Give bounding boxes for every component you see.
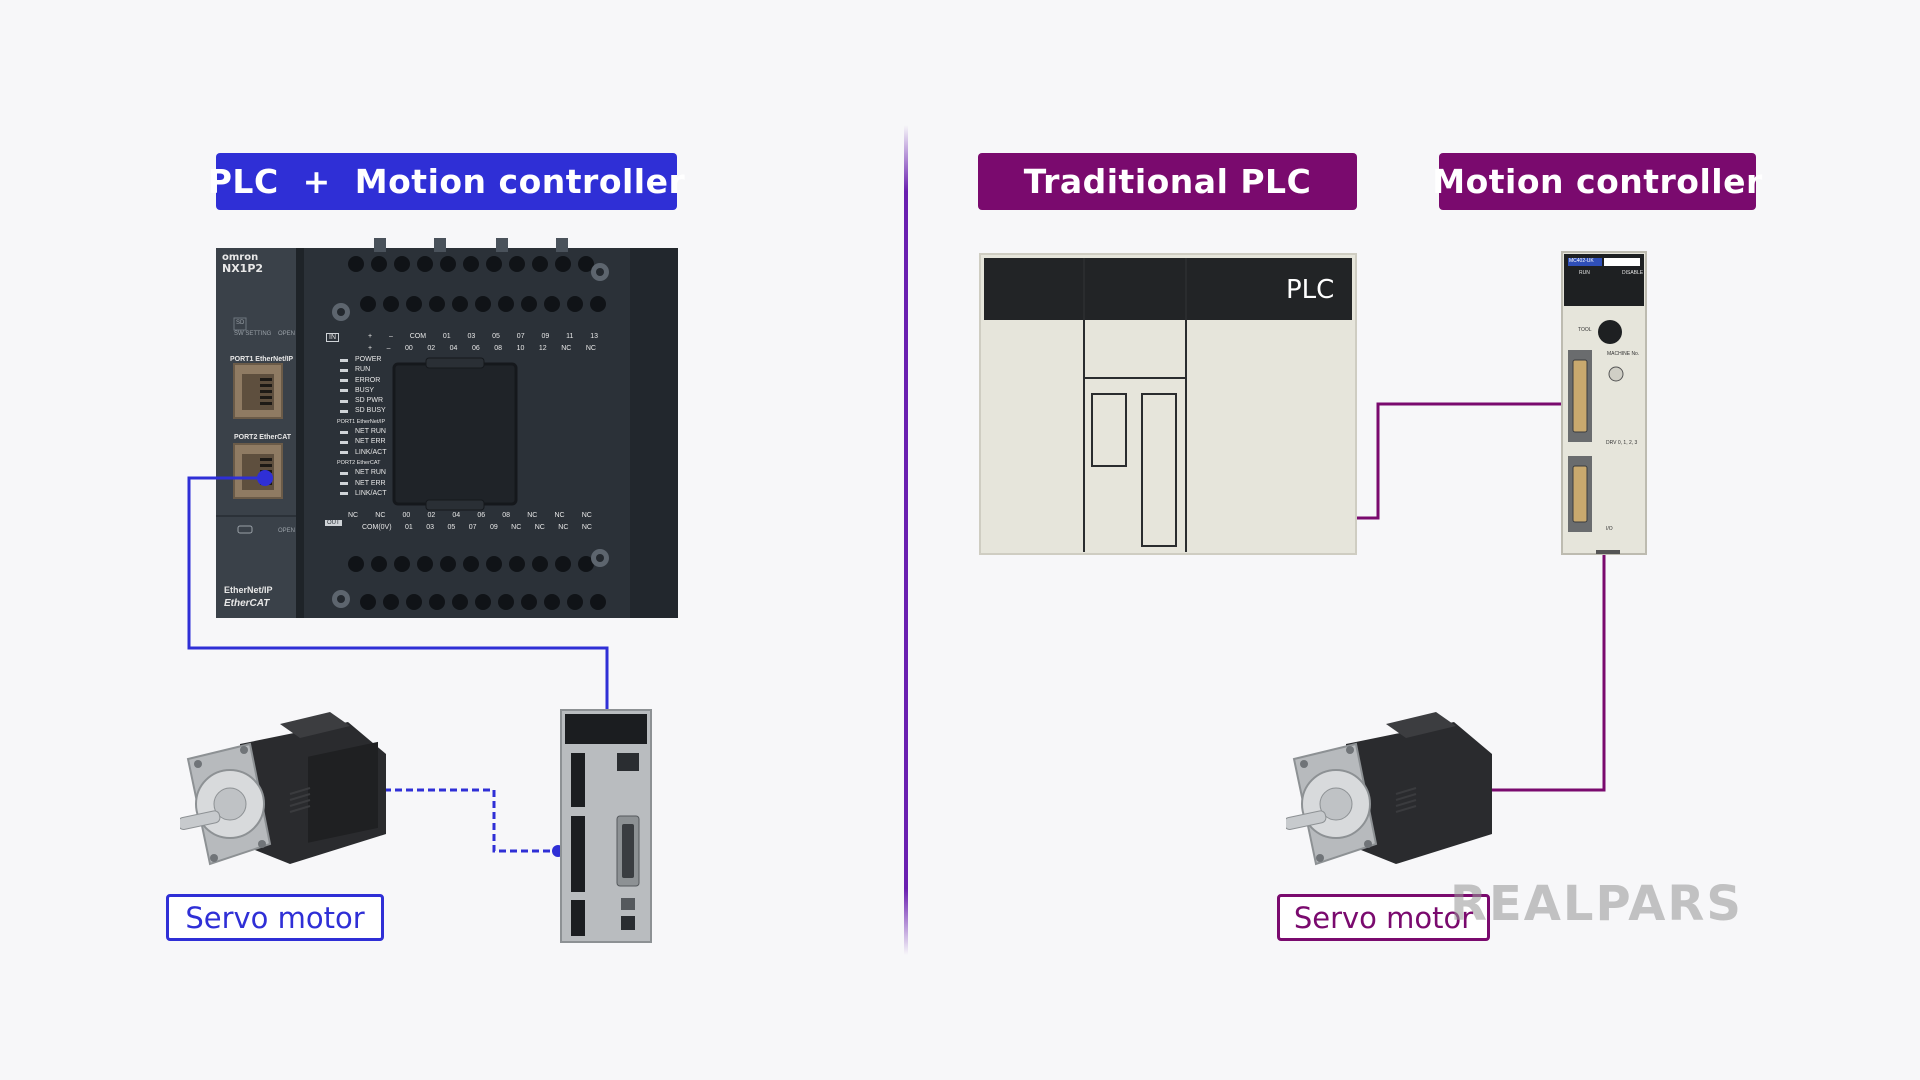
in-terminal-label-4: 04 [449, 345, 458, 352]
out-terminal-label-4: 07 [468, 524, 477, 531]
module-drv: DRV 0, 1, 2, 3 [1606, 440, 1638, 446]
status-sd-busy: SD BUSY [355, 407, 386, 415]
in-terminal-label-7: 09 [541, 333, 550, 340]
motion-to-servo-cable [1490, 553, 1606, 792]
ethernet-ip-logo: EtherNet/IP [224, 585, 273, 595]
in-terminal-row-1: + – COM 01 03 05 07 09 11 13 [368, 333, 598, 340]
in-terminal-label-1: – [386, 345, 391, 352]
in-terminal-label-6: 07 [516, 333, 525, 340]
status-sd-pwr: SD PWR [355, 397, 383, 405]
port1-heading: PORT1 EtherNet/IP [337, 418, 386, 425]
out-terminal-label-5: 09 [489, 524, 498, 531]
in-terminal-label-8: 12 [538, 345, 547, 352]
out-terminal-row-1: NC NC 00 02 04 06 08 NC NC NC [348, 512, 592, 519]
out-terminal-label-1: NC [375, 512, 386, 519]
out-terminal-label-2: 00 [402, 512, 411, 519]
in-label: IN [326, 333, 339, 342]
out-label: OUT [325, 520, 342, 526]
traditional-plc-rack [979, 253, 1357, 555]
module-tool: TOOL [1578, 327, 1592, 333]
top-terminals [348, 256, 606, 312]
port2-net-run: NET RUN [355, 469, 386, 477]
module-model: MC402-UK [1569, 258, 1594, 264]
sw-open-label: OPEN [278, 331, 296, 337]
out-terminal-label-3: 02 [427, 512, 436, 519]
sw-setting-label: SW SETTING [234, 331, 272, 337]
in-terminal-label-5: 06 [471, 345, 480, 352]
motion-controller-title: Motion controller [1432, 153, 1762, 210]
out-terminal-label-7: NC [534, 524, 545, 531]
out-terminal-label-0: COM(0V) [362, 524, 392, 531]
nx1p2-controller [216, 238, 678, 618]
status-busy: BUSY [355, 386, 375, 394]
out-terminal-label-9: NC [581, 512, 592, 519]
out-terminal-label-9: NC [581, 524, 592, 531]
in-terminal-label-7: 10 [516, 345, 525, 352]
out-terminal-label-5: 06 [477, 512, 486, 519]
in-terminal-label-9: NC [561, 345, 572, 352]
encoder-cable [384, 788, 558, 853]
in-terminal-label-4: 03 [467, 333, 476, 340]
out-terminal-label-2: 03 [426, 524, 435, 531]
out-terminal-label-6: 08 [502, 512, 511, 519]
motion-controller-module [1561, 251, 1647, 555]
port1-label: PORT1 EtherNet/IP [230, 356, 294, 363]
module-run: RUN [1579, 270, 1590, 276]
out-terminal-label-7: NC [527, 512, 538, 519]
in-terminal-label-3: 02 [427, 345, 436, 352]
bottom-open-label: OPEN [278, 528, 296, 534]
ethercat-logo: EtherCAT [224, 598, 270, 609]
module-io: I/O [1606, 526, 1613, 532]
out-terminal-label-8: NC [554, 512, 565, 519]
port2-label: PORT2 EtherCAT [234, 434, 292, 441]
out-terminal-label-8: NC [558, 524, 569, 531]
traditional-plc-title: Traditional PLC [978, 153, 1357, 210]
port1-net-err: NET ERR [355, 438, 386, 446]
in-terminal-label-0: + [368, 345, 373, 352]
left-title: PLC + Motion controller [208, 153, 685, 210]
status-run: RUN [355, 366, 371, 374]
status-power: POWER [355, 356, 382, 363]
bottom-terminals [348, 556, 606, 610]
servo-motor-right [1286, 712, 1492, 866]
out-terminal-label-6: NC [511, 524, 522, 531]
port2-link-act: LINK/ACT [355, 489, 387, 497]
in-terminal-label-6: 08 [494, 345, 503, 352]
out-terminal-label-4: 04 [452, 512, 461, 519]
in-terminal-label-3: 01 [442, 333, 451, 340]
module-disable: DISABLE [1622, 270, 1644, 276]
center-divider [904, 125, 908, 955]
module-machine-no: MACHINE No. [1607, 351, 1640, 357]
out-terminal-row-2: COM(0V) 01 03 05 07 09 NC NC NC NC [362, 524, 592, 531]
out-terminal-label-3: 05 [447, 524, 456, 531]
in-terminal-label-5: 05 [492, 333, 500, 340]
ethercat-cable [187, 476, 609, 712]
plc-text: PLC [1286, 275, 1335, 305]
in-terminal-label-8: 11 [566, 333, 574, 340]
in-terminal-label-1: – [388, 333, 393, 340]
servo-motor-label-left: Servo motor [166, 894, 384, 941]
out-terminal-label-1: 01 [405, 524, 413, 531]
in-terminal-row-2: + – 00 02 04 06 08 10 12 NC NC [368, 345, 596, 352]
status-error: ERROR [355, 376, 381, 384]
in-terminal-label-2: COM [409, 333, 427, 340]
in-terminal-label-9: 13 [590, 333, 598, 340]
servo-drive [560, 709, 652, 943]
servo-motor-left [180, 712, 386, 866]
realpars-watermark: REALPARS [1450, 876, 1743, 932]
sd-label: SD [236, 320, 245, 326]
controller-model: NX1P2 [222, 262, 264, 275]
port2-net-err: NET ERR [355, 479, 386, 487]
in-terminal-label-2: 00 [405, 345, 413, 352]
out-terminal-label-0: NC [348, 512, 359, 519]
servo-motor-label-right: Servo motor [1277, 894, 1490, 941]
controller-brand: omron [222, 252, 259, 263]
port1-link-act: LINK/ACT [355, 448, 387, 456]
in-terminal-label-0: + [368, 333, 373, 340]
in-terminal-label-10: NC [585, 345, 596, 352]
status-labels: POWER RUN ERROR BUSY SD PWR SD BUSY PORT… [337, 355, 387, 499]
port2-heading: PORT2 EtherCAT [337, 459, 381, 466]
port1-net-run: NET RUN [355, 428, 386, 436]
